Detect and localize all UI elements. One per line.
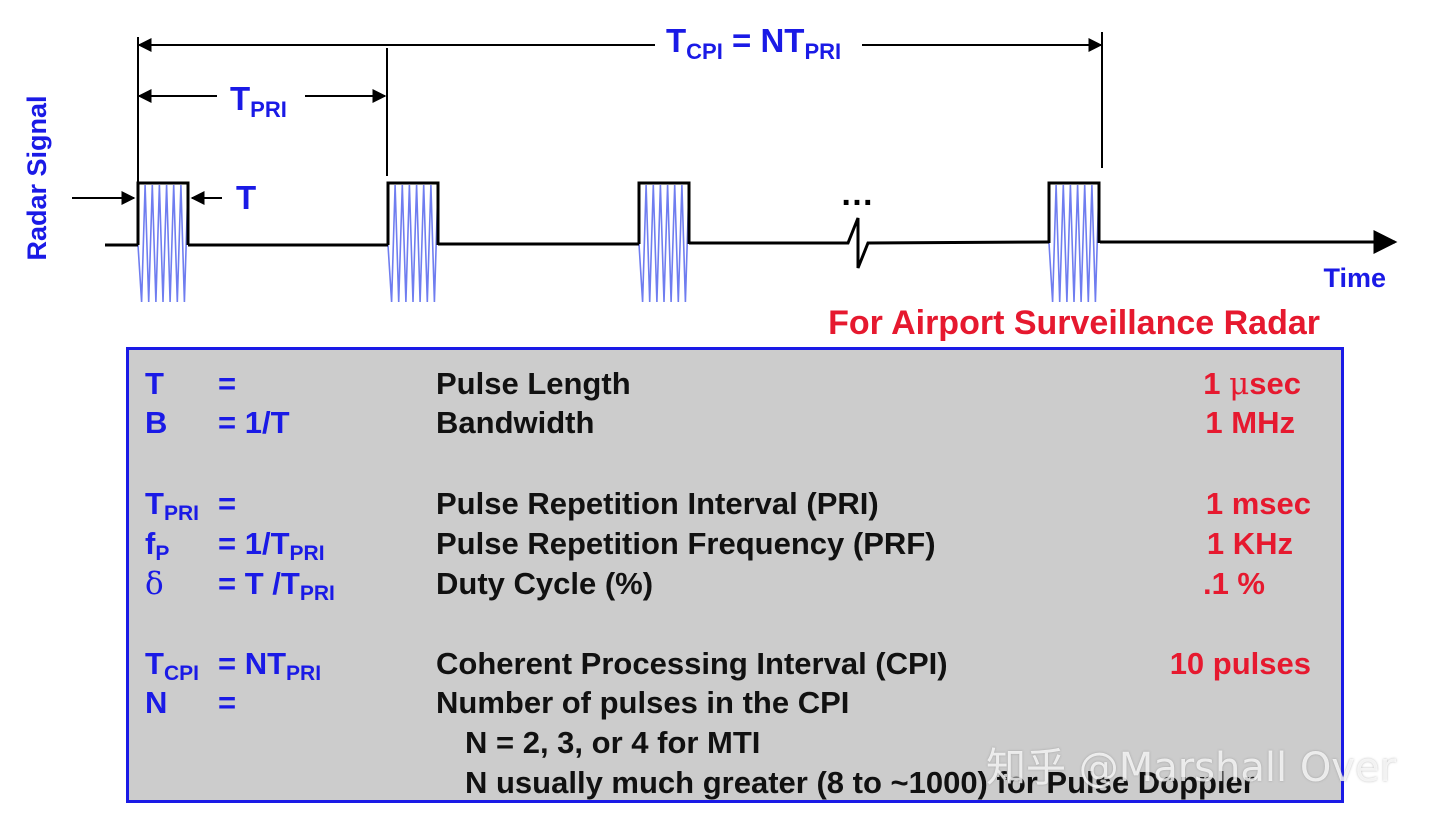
tcpi-label: TCPI = NTPRI: [666, 22, 841, 64]
table-row-pri: TPRI = Pulse Repetition Interval (PRI) 1…: [129, 484, 1341, 524]
pulse-envelope: [386, 181, 440, 245]
delta-symbol: δ: [145, 566, 164, 602]
symbol: TPRI: [145, 486, 199, 525]
table-subline-mti: N = 2, 3, or 4 for MTI: [129, 723, 1341, 763]
signal-baseline: [105, 217, 1380, 269]
radar-pulse-diagram: Radar Signal TCPI = NTPRI TPRI T … Time …: [22, 22, 1398, 342]
equation: = 1/TPRI: [218, 526, 325, 565]
watermark: 知乎 @Marshall Over: [986, 745, 1397, 791]
pulse-width-label: T: [236, 179, 256, 216]
pulse-carrier-wave: [387, 184, 439, 303]
pulse-envelope: [637, 181, 691, 244]
table-row-bandwidth: B = 1/T Bandwidth 1 MHz: [129, 403, 1341, 443]
subtitle-airport-surveillance: For Airport Surveillance Radar: [828, 304, 1320, 342]
symbol: N: [145, 685, 168, 720]
pulse-carrier-wave: [638, 184, 690, 303]
parameter-table: T = Pulse Length 1 μsec B = 1/T Bandwidt…: [126, 347, 1344, 803]
pulse-2: [386, 181, 440, 303]
ellipsis-label: …: [840, 175, 874, 213]
pulse-carrier-wave: [137, 184, 189, 303]
pulse-train: [136, 181, 1101, 303]
value: 1 μsec: [1203, 366, 1301, 402]
table-row-cpi: TCPI = NTPRI Coherent Processing Interva…: [129, 644, 1341, 684]
description: Pulse Length: [436, 366, 631, 401]
pulse-envelope: [136, 181, 190, 245]
table-row-pulse-length: T = Pulse Length 1 μsec: [129, 364, 1341, 404]
value: 1 KHz: [1206, 526, 1293, 561]
equation: = T /TPRI: [218, 566, 335, 605]
pulse-1: [136, 181, 190, 303]
value: 1 MHz: [1205, 405, 1295, 440]
table-row-prf: fP = 1/TPRI Pulse Repetition Frequency (…: [129, 524, 1341, 564]
table-row-num-pulses: N = Number of pulses in the CPI: [129, 683, 1341, 723]
description: Pulse Repetition Frequency (PRF): [436, 526, 936, 561]
table-row-duty-cycle: δ = T /TPRI Duty Cycle (%) .1 %: [129, 564, 1341, 604]
description: Bandwidth: [436, 405, 595, 440]
pulse-carrier-wave: [1048, 184, 1100, 303]
tpri-label: TPRI: [230, 80, 287, 122]
value: 1 msec: [1205, 486, 1311, 521]
equation: =: [218, 486, 237, 521]
equation: = 1/T: [218, 405, 290, 440]
value: 10 pulses: [1169, 646, 1311, 681]
axis-label-time: Time: [1323, 263, 1386, 293]
symbol: B: [145, 405, 168, 440]
description: Coherent Processing Interval (CPI): [436, 646, 948, 681]
description: Number of pulses in the CPI: [436, 685, 850, 720]
pulse-envelope: [1047, 181, 1101, 243]
subline-text: N usually much greater (8 to ~1000) for …: [465, 765, 1255, 800]
pulse-3: [637, 181, 691, 303]
symbol: T: [145, 366, 164, 401]
symbol: TCPI: [145, 646, 199, 685]
pulse-4: [1047, 181, 1101, 303]
description: Pulse Repetition Interval (PRI): [436, 486, 879, 521]
description: Duty Cycle (%): [436, 566, 654, 601]
equation: =: [218, 685, 237, 720]
axis-label-radar-signal: Radar Signal: [22, 95, 52, 260]
equation: = NTPRI: [218, 646, 322, 685]
equation: =: [218, 366, 237, 401]
subline-text: N = 2, 3, or 4 for MTI: [465, 725, 761, 760]
symbol: fP: [145, 526, 170, 565]
value: .1 %: [1202, 566, 1265, 601]
table-subline-pulse-doppler: N usually much greater (8 to ~1000) for …: [129, 763, 1341, 803]
